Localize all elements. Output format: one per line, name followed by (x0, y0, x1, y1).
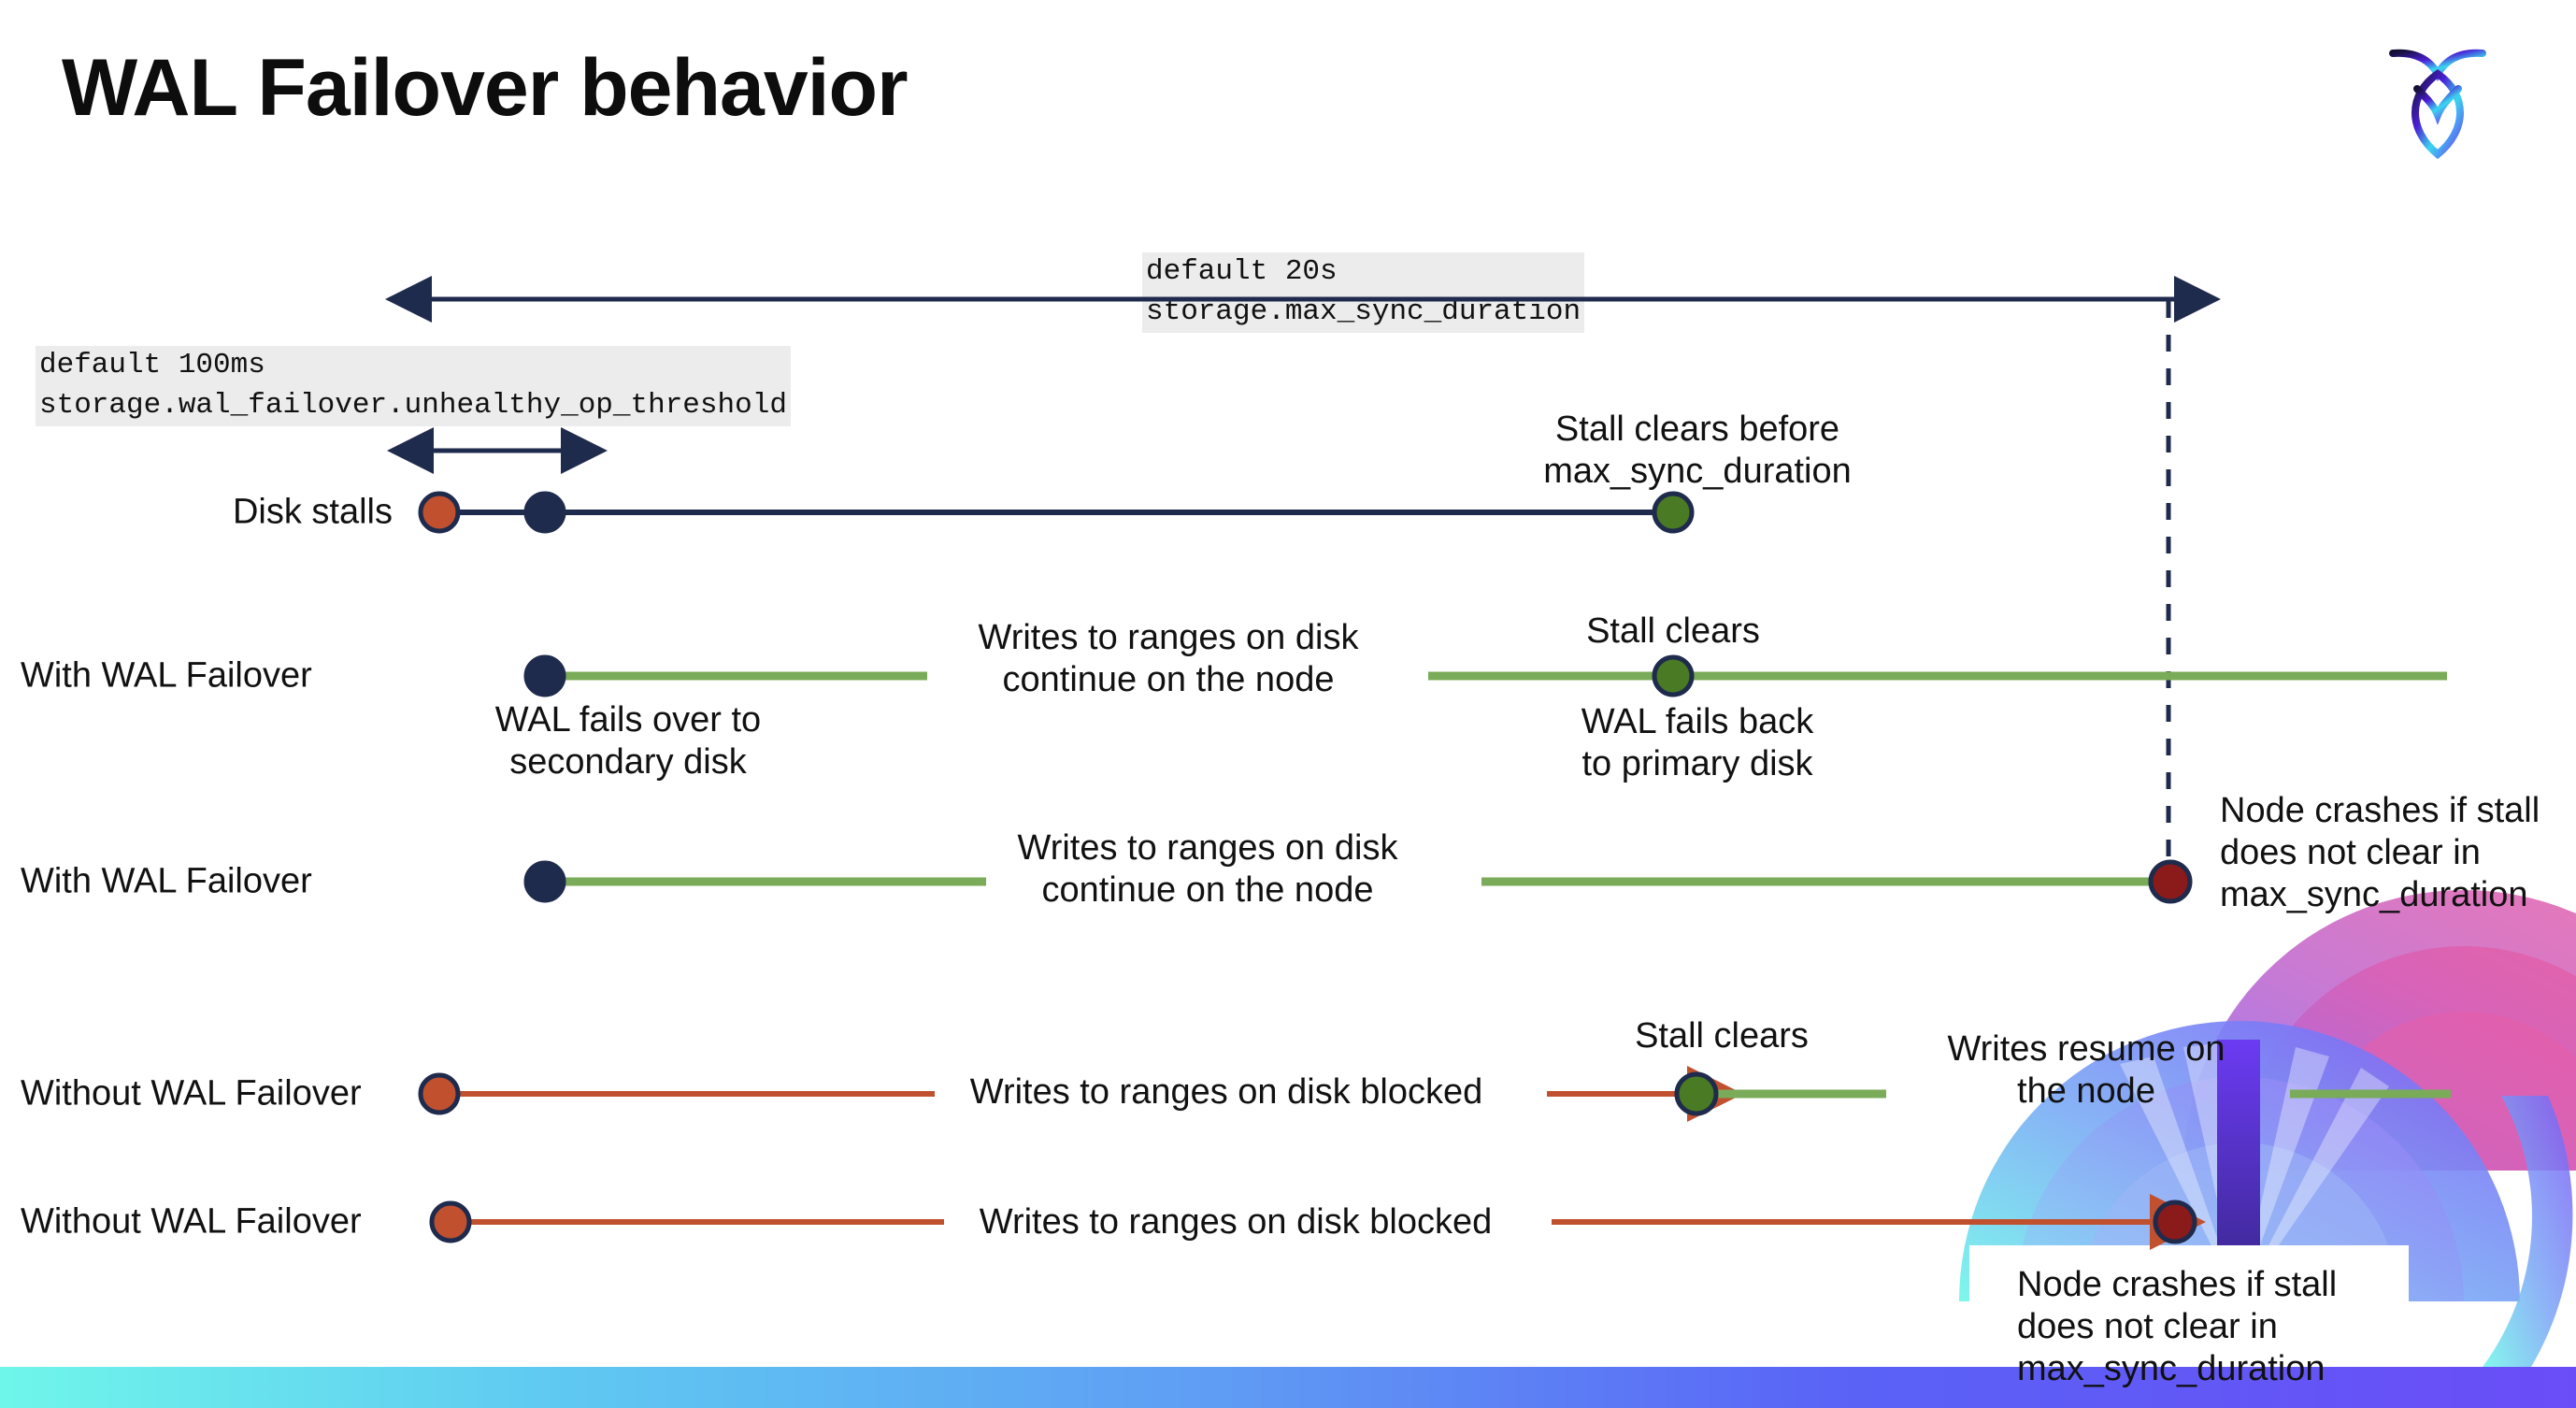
row-label-disk-stalls: Disk stalls (232, 492, 393, 532)
annotation-node-crashes-row5: Node crashes if stall does not clear in … (2017, 1265, 2338, 1388)
annotation-writes-blocked-row2: Writes to ranges on disk blocked (979, 1202, 1493, 1242)
wal-failover-row1-failover-dot (523, 654, 566, 697)
row-label-without-wal-failover-2: Without WAL Failover (21, 1201, 362, 1242)
unhealthy-op-setting-text: storage.wal_failover.unhealthy_op_thresh… (36, 385, 791, 426)
annotation-writes-resume: Writes resume on the node (1947, 1029, 2225, 1111)
disk-stall-start-dot (418, 491, 461, 534)
without-wal-row2-stall-start-dot (429, 1200, 472, 1243)
wal-failover-row2-failover-dot (523, 860, 566, 903)
bottom-gradient-bar (0, 1367, 2576, 1408)
annotation-writes-continue-row1: Writes to ranges on disk continue on the… (978, 618, 1359, 699)
without-wal-row2-node-crash-dot (2153, 1200, 2197, 1244)
row-label-with-wal-failover-1: With WAL Failover (21, 655, 312, 696)
unhealthy-op-default-text: default 100ms (36, 346, 791, 386)
row-label-with-wal-failover-2: With WAL Failover (21, 861, 312, 901)
annotation-stall-clears-row1: Stall clears (1586, 611, 1760, 651)
annotation-node-crashes-row2: Node crashes if stall does not clear in … (2220, 791, 2540, 914)
cockroachdb-logo-icon (2382, 33, 2494, 164)
annotation-stall-clears-before-max-sync: Stall clears before max_sync_duration (1543, 409, 1852, 491)
annotation-writes-blocked-row1: Writes to ranges on disk blocked (969, 1072, 1483, 1112)
wal-failover-row1-stall-clears-dot (1652, 654, 1695, 697)
without-wal-row1-stall-start-dot (418, 1072, 461, 1115)
without-wal-row1-stall-clears-dot (1674, 1071, 1719, 1116)
annotation-wal-fails-over: WAL fails over to secondary disk (494, 700, 762, 782)
wal-failover-row2-node-crash-dot (2148, 859, 2193, 904)
row-label-without-wal-failover-1: Without WAL Failover (21, 1073, 362, 1113)
annotation-writes-continue-row2: Writes to ranges on disk continue on the… (1017, 828, 1398, 910)
disk-stall-clears-dot (1652, 491, 1695, 534)
max-sync-duration-config-label: default 20s storage.max_sync_duration (1142, 252, 1585, 333)
annotation-wal-fails-back: WAL fails back to primary disk (1581, 702, 1814, 783)
max-sync-setting-text: storage.max_sync_duration (1142, 292, 1585, 333)
max-sync-default-text: default 20s (1142, 252, 1585, 293)
disk-stall-failover-dot (523, 491, 566, 534)
annotation-stall-clears-row4: Stall clears (1635, 1016, 1809, 1056)
page-title: WAL Failover behavior (62, 43, 909, 133)
unhealthy-op-threshold-config-label: default 100ms storage.wal_failover.unhea… (36, 346, 791, 426)
